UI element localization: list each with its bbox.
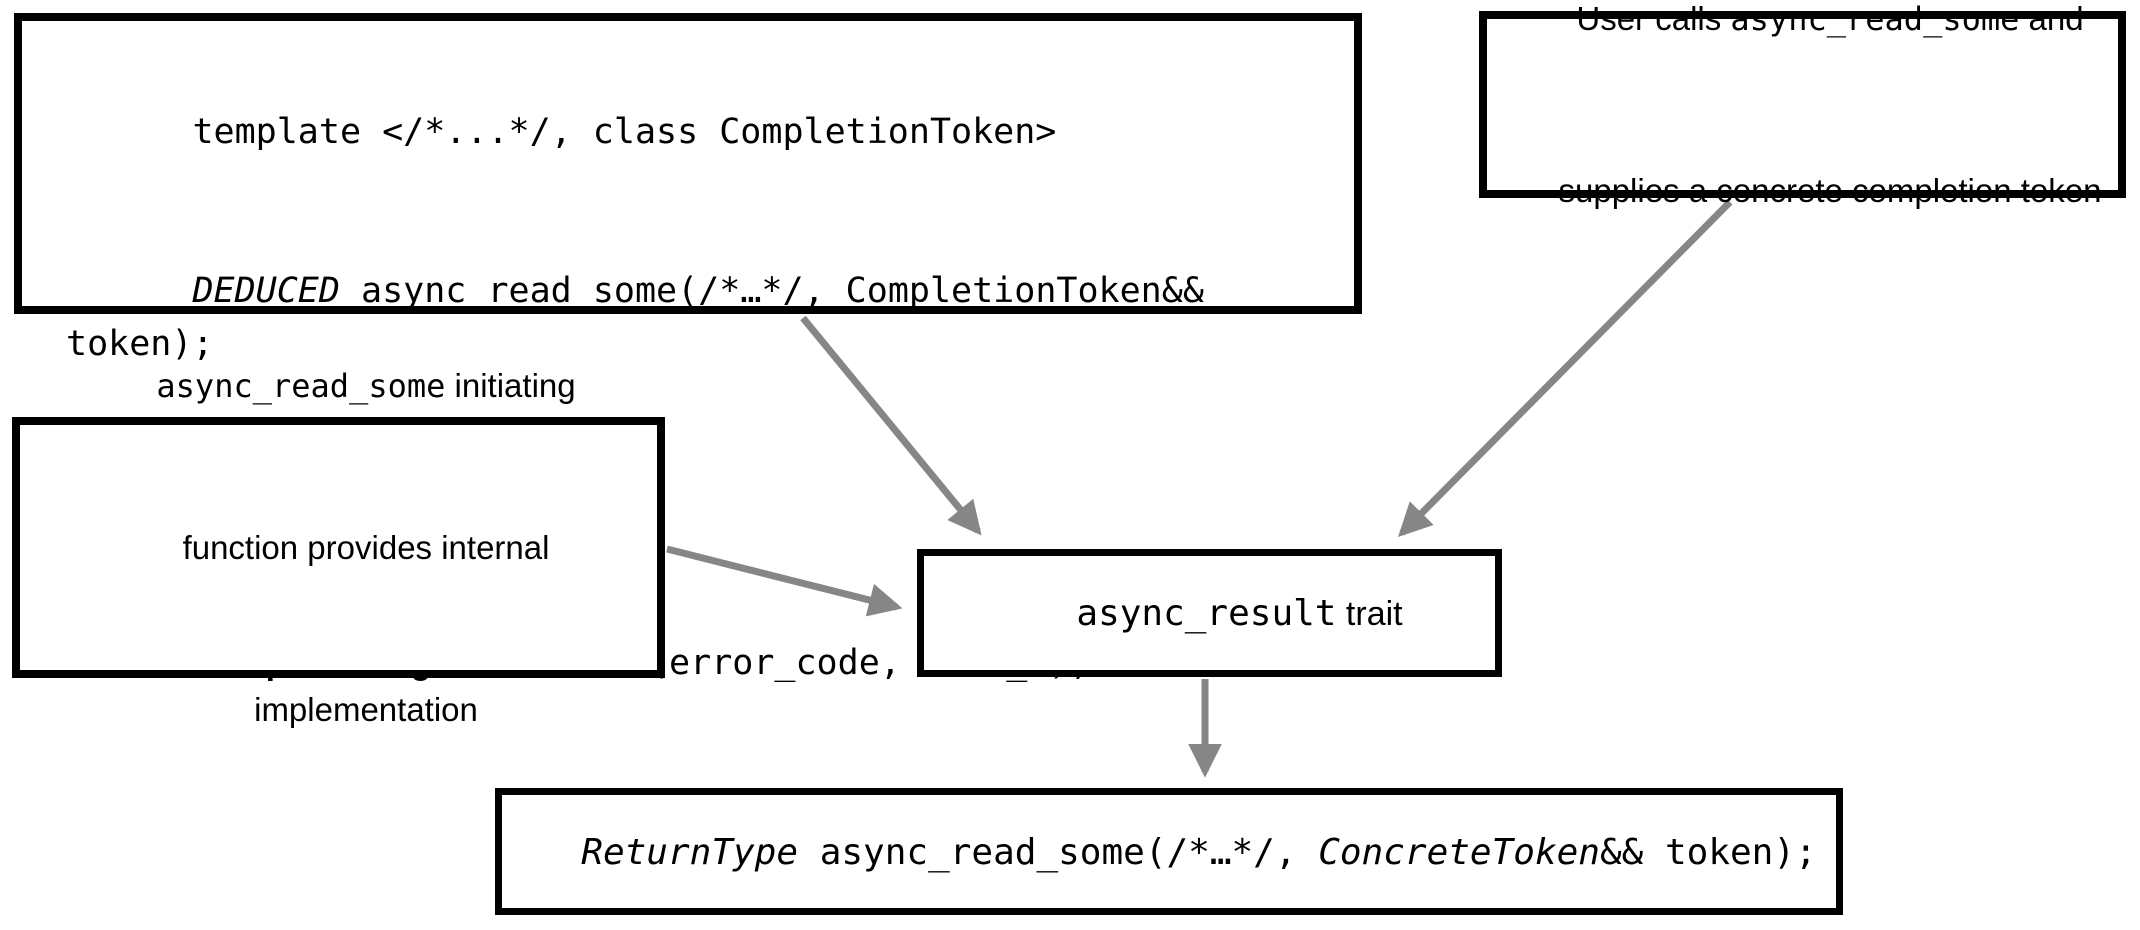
code-text: async_result	[1076, 593, 1337, 634]
declaration-line-signature: DEDUCED async_read_some(/*…*/, Completio…	[66, 212, 1354, 424]
label-text: implementation	[254, 690, 478, 728]
code-text: && token);	[1599, 831, 1817, 873]
initiating-box: async_read_some initiating function prov…	[12, 367, 665, 728]
trait-label: async_result trait	[1016, 550, 1402, 676]
code-text: template </*...*/, class CompletionToken…	[192, 112, 1057, 152]
user-call-box: User calls async_read_some and supplies …	[1479, 0, 2126, 209]
code-text: async_read_some	[1730, 0, 2020, 38]
code-text: async_read_some(/*…*/,	[798, 831, 1319, 873]
user-call-line-2: supplies a concrete completion token	[1503, 105, 2102, 276]
user-call-line-1: User calls async_read_some and	[1521, 0, 2083, 105]
code-text: async_read_some(/*…*/, CompletionToken&&…	[66, 271, 1225, 364]
concrete-token-text: ConcreteToken	[1318, 831, 1600, 873]
initiating-line-3: implementation	[199, 629, 478, 791]
declaration-box: template </*...*/, class CompletionToken…	[14, 13, 1362, 683]
initiating-line-1: async_read_some initiating	[101, 305, 575, 467]
deduced-return-type-text: DEDUCED	[192, 271, 340, 311]
label-text: trait	[1336, 595, 1403, 633]
label-text: function provides internal	[182, 528, 550, 566]
label-text: and	[2019, 0, 2084, 37]
label-text: User calls	[1576, 0, 1731, 37]
label-text: initiating	[445, 366, 576, 404]
result-box: ReturnType async_read_some(/*…*/, Concre…	[495, 788, 1843, 915]
label-text: supplies a concrete completion token	[1558, 172, 2102, 209]
code-text: async_read_some	[156, 366, 446, 405]
initiating-line-2: function provides internal	[128, 467, 550, 629]
declaration-line-template: template </*...*/, class CompletionToken…	[66, 53, 1354, 212]
trait-box: async_result trait	[917, 549, 1502, 677]
result-signature: ReturnType async_read_some(/*…*/, Concre…	[521, 789, 1816, 915]
return-type-text: ReturnType	[581, 831, 799, 873]
